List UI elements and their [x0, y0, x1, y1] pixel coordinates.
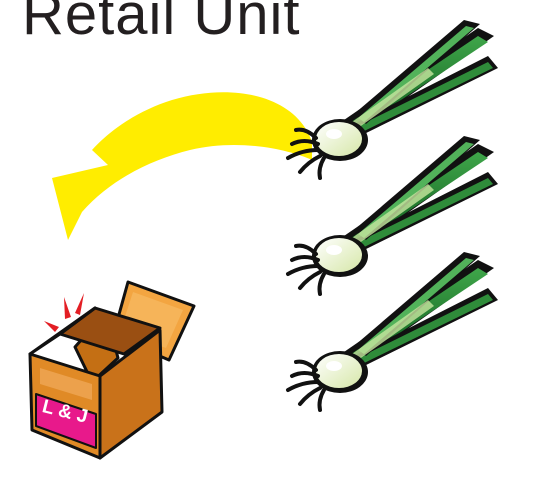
- curved-arrow-icon: [52, 92, 312, 240]
- green-onion-3: [288, 252, 498, 410]
- cardboard-box: L & J: [30, 282, 194, 458]
